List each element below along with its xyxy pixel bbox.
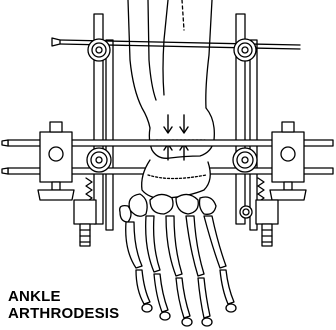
lower-right-clamp bbox=[233, 148, 257, 172]
foot-bones bbox=[120, 194, 236, 326]
caption-line-1: ANKLE bbox=[8, 288, 119, 305]
upper-right-clamp bbox=[234, 39, 256, 61]
lower-leg-bones bbox=[128, 0, 214, 158]
illustration-caption: ANKLE ARTHRODESIS bbox=[8, 288, 119, 322]
upper-left-clamp bbox=[88, 39, 110, 61]
hindfoot-bones bbox=[142, 160, 211, 198]
caption-line-2: ARTHRODESIS bbox=[8, 305, 119, 322]
left-lower-adjuster bbox=[74, 200, 96, 246]
right-pin-clamp-block bbox=[258, 122, 306, 202]
left-pin-clamp-block bbox=[38, 122, 92, 202]
lower-left-clamp bbox=[87, 148, 111, 172]
right-lower-adjuster bbox=[240, 200, 278, 246]
